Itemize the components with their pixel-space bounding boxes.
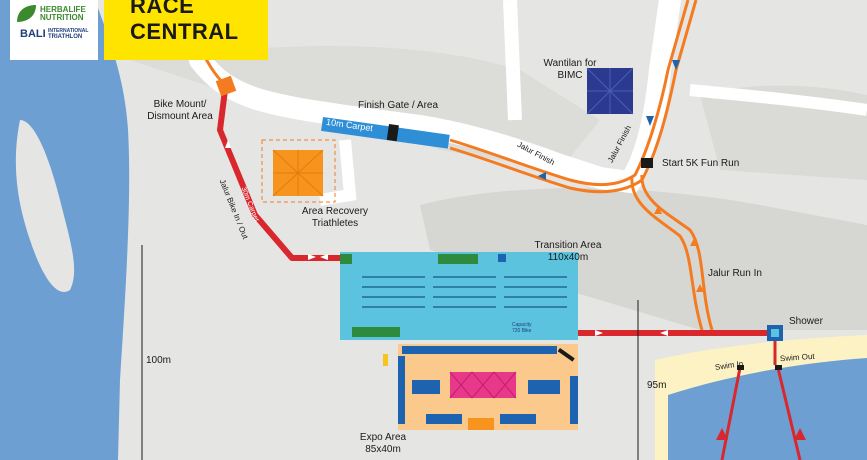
- arrow-up-icon: [225, 140, 231, 148]
- expo-orange-booth: [468, 418, 494, 430]
- run-route-in-2: [630, 177, 704, 331]
- recovery-area-outline: [261, 139, 336, 203]
- green-tent-row: [352, 327, 400, 337]
- wantilan-tent-lines: [586, 67, 634, 115]
- title-line1: RACE: [130, 0, 195, 18]
- run-route-finish-2: [449, 0, 698, 194]
- expo-top-booths: [402, 346, 557, 354]
- fun-run-start-marker: [641, 158, 653, 168]
- logo-event-short: BALI: [20, 28, 46, 40]
- bike-racks: [362, 276, 567, 308]
- label-transition: Transition Area 110x40m: [534, 240, 602, 263]
- swim-in-route: [720, 367, 742, 460]
- expo-booth: [500, 414, 536, 424]
- label-finish-gate: Finish Gate / Area: [358, 100, 439, 111]
- label-wantilan: Wantilan for BIMC: [543, 58, 597, 81]
- blue-tent: [498, 254, 506, 262]
- green-tent: [340, 254, 352, 264]
- road-north: [503, 0, 522, 121]
- run-route-finish: [449, 0, 690, 186]
- label-swim-out: Swim Out: [779, 351, 815, 364]
- arrow-down-icon: [646, 116, 654, 126]
- shower-icon-inner: [771, 329, 779, 337]
- sea-right: [668, 358, 867, 460]
- expo-pink-tent-lines: [449, 371, 517, 399]
- road-main: [189, 0, 681, 194]
- carpet-10m: [321, 117, 450, 149]
- arrow-up-icon: [654, 206, 662, 214]
- swim-in-marker: [737, 365, 744, 370]
- label-start-fun-run: Start 5K Fun Run: [662, 158, 740, 169]
- expo-booth: [426, 414, 462, 424]
- arrow-down-icon: [672, 60, 680, 70]
- logo-brand-line1: HERBALIFE: [40, 5, 86, 14]
- road-east: [689, 84, 867, 116]
- expo-sign: [383, 354, 388, 366]
- leaf-icon: [17, 5, 36, 22]
- label-distance-100m: 100m: [146, 355, 172, 366]
- arrow-up-icon: [696, 284, 704, 292]
- road-side: [319, 139, 357, 206]
- title-box: RACE CENTRAL: [104, 0, 268, 60]
- run-route-in: [640, 174, 714, 331]
- terrain-patch: [420, 188, 867, 330]
- title-line2: CENTRAL: [130, 19, 239, 44]
- swim-out-marker: [775, 365, 782, 370]
- expo-gate: [557, 348, 575, 362]
- logo-event-line1: INTERNATIONAL: [48, 28, 89, 34]
- island: [15, 120, 75, 292]
- expo-right-booths: [570, 376, 578, 424]
- recovery-tent-lines: [272, 149, 324, 197]
- arrow-up-icon: [716, 428, 728, 440]
- label-jalur-run-in: Jalur Run In: [708, 268, 762, 279]
- herbalife-logo: HERBALIFE NUTRITION BALI INTERNATIONAL T…: [10, 0, 98, 60]
- arrow-up-icon: [794, 428, 806, 440]
- swim-out-route: [776, 367, 802, 460]
- expo-left-booths: [398, 356, 405, 424]
- expo-booth: [412, 380, 440, 394]
- label-expo: Expo Area 85x40m: [359, 432, 407, 455]
- green-tent-row: [438, 254, 478, 264]
- label-distance-95m: 95m: [647, 380, 667, 391]
- arrow-left-icon: [320, 254, 328, 260]
- label-bike-mount: Bike Mount/ Dismount Area: [147, 99, 213, 122]
- arrow-right-icon: [595, 330, 603, 336]
- arrow-left-icon: [538, 172, 546, 180]
- label-area-recovery: Area Recovery Triathletes: [301, 206, 369, 229]
- logo-event-line2: TRIATHLON: [48, 34, 83, 40]
- arrow-right-icon: [308, 254, 316, 260]
- label-shower: Shower: [789, 316, 823, 327]
- bike-mount-box: [215, 75, 237, 97]
- logo-brand-line2: NUTRITION: [40, 13, 84, 22]
- arrow-left-icon: [660, 330, 668, 336]
- expo-booth: [528, 380, 560, 394]
- label-capacity: Capacity 720 Bike: [512, 322, 532, 334]
- finish-gate-marker: [386, 124, 399, 142]
- arrow-up-icon: [690, 238, 698, 246]
